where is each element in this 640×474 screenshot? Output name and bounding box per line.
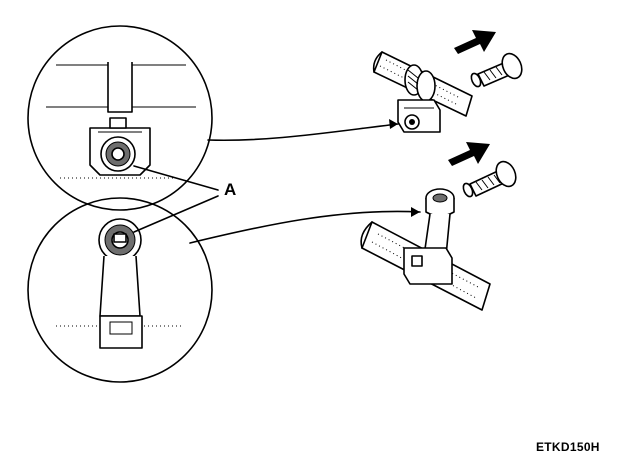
figure-code: ETKD150H [536,440,600,454]
upper-bolt [470,52,523,88]
upper-leader-arrowhead [389,119,398,129]
upper-detail-circle [27,25,213,211]
upper-leader-curve [207,123,399,142]
upper-hose-assembly [372,51,473,133]
lower-detail-circle [27,197,213,383]
lower-arrow-icon [448,142,490,166]
lower-hose-assembly [360,188,491,311]
callout-leaders [133,165,219,233]
callout-label-a: A [224,180,237,199]
upper-arrow-icon [454,30,496,54]
lower-leader-arrowhead [411,207,420,217]
lower-leader-curve [189,210,421,244]
lower-bolt [462,160,517,198]
